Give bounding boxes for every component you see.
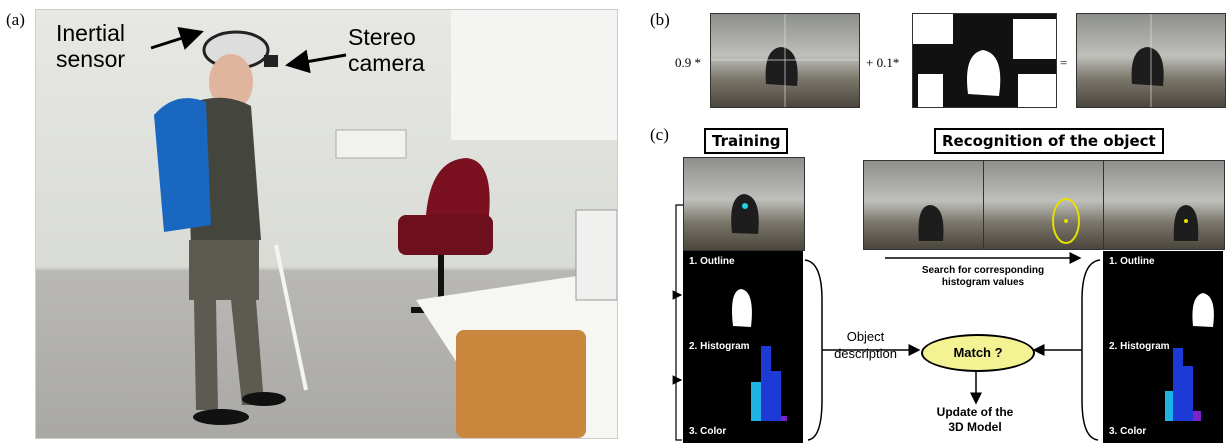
weight-coefficient-1: 0.9 *: [675, 55, 701, 70]
training-histogram-block: 2. Histogram: [683, 336, 803, 421]
recognition-frame-3: [1103, 160, 1225, 250]
training-color-block: 3. Color: [683, 421, 803, 443]
recognition-frame-2: [983, 160, 1105, 250]
recognition-title: Recognition of the object: [934, 128, 1164, 154]
recognition-color-block: 3. Color: [1103, 421, 1223, 443]
training-outline-block: 1. Outline: [683, 251, 803, 336]
panel-a-label: (a): [6, 10, 25, 29]
disparity-mask-thumbnail: [912, 13, 1057, 108]
equals-sign: =: [1060, 55, 1068, 70]
inertial-sensor-callout: Inertial sensor: [56, 20, 126, 72]
fused-result-thumbnail: [1076, 13, 1226, 108]
room-scene-illustration: [154, 10, 617, 438]
panel-b-label: (b): [650, 10, 670, 29]
update-3d-model-label: Update of the 3D Model: [936, 405, 1014, 434]
recognition-histogram-block: 2. Histogram: [1103, 336, 1223, 421]
stereo-camera-user-photo: Inertial sensor Stereo camera: [35, 9, 618, 439]
recognition-outline-block: 1. Outline: [1103, 251, 1223, 336]
training-title: Training: [704, 128, 789, 154]
panel-c-label: (c): [650, 125, 669, 144]
recognition-frame-1: [863, 160, 985, 250]
camera-image-thumbnail: [710, 13, 860, 108]
weight-coefficient-2: + 0.1*: [866, 55, 900, 70]
training-image: [683, 157, 805, 251]
callout-arrows: [150, 26, 347, 74]
stereo-camera-callout: Stereo camera: [348, 24, 425, 76]
search-caption: Search for corresponding histogram value…: [921, 265, 1045, 288]
match-ellipse: Match ?: [921, 334, 1035, 372]
